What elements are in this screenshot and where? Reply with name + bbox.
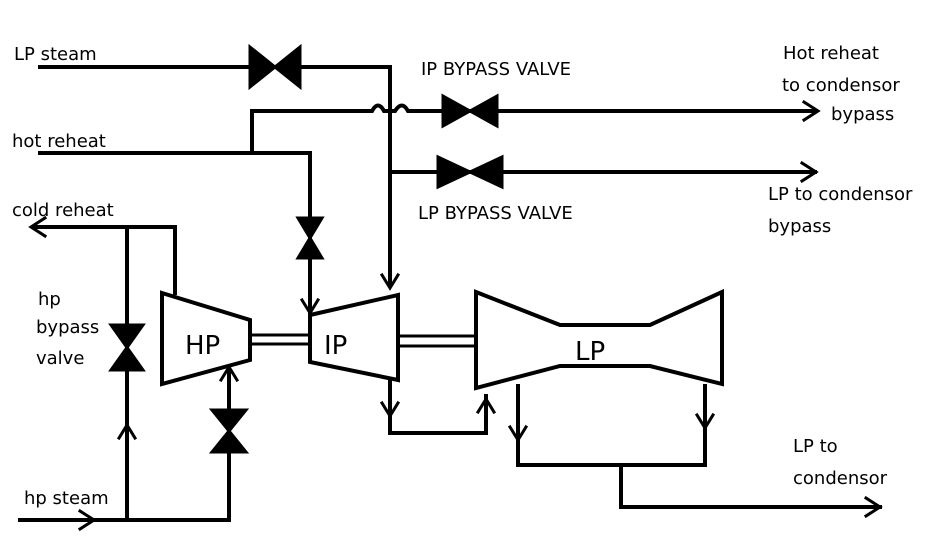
lp-bypass-valve-label: LP BYPASS VALVE (418, 203, 573, 224)
lp-turbine (474, 288, 724, 391)
ip-inlet-arrow (379, 272, 401, 291)
hot-reheat-condensor-label-3: bypass (831, 104, 895, 125)
lp-exhaust-pipe (516, 384, 707, 467)
ip-turbine-label: IP (324, 331, 348, 361)
lp-turbine-label: LP (575, 337, 606, 367)
lp-exhaust-right-arrow (694, 412, 716, 431)
condensor-arrow (863, 495, 883, 519)
hot-reheat-label: hot reheat (12, 131, 106, 152)
ip-exhaust-down-arrow (379, 400, 401, 419)
hp-bypass-label-1: hp (38, 289, 61, 310)
lp-steam-valve (248, 43, 302, 91)
hp-bypass-label-3: valve (36, 348, 85, 369)
hot-reheat-valve (295, 216, 325, 260)
ip-bypass-pipe (250, 103, 817, 155)
hp-steam-valve (208, 408, 250, 454)
ip-bypass-valve (441, 93, 499, 129)
hot-reheat-condensor-label-2: to condensor (782, 75, 900, 96)
lp-steam-label: LP steam (14, 44, 97, 65)
lp-bypass-valve (436, 154, 504, 190)
ip-exhaust-pipe (388, 378, 488, 435)
hp-steam-arrow (77, 508, 97, 532)
hp-bypass-valve (108, 323, 146, 372)
ip-bypass-valve-label: IP BYPASS VALVE (421, 59, 572, 80)
hp-bypass-up-arrow (116, 422, 138, 441)
cold-reheat-arrow (28, 215, 48, 239)
ip-turbine (308, 292, 400, 383)
condensor-pipe (619, 463, 882, 509)
cold-reheat-label: cold reheat (12, 200, 114, 221)
hp-steam-label: hp steam (24, 488, 109, 509)
hot-reheat-condensor-label-1: Hot reheat (783, 43, 879, 64)
lp-condensor-bypass-label-1: LP to condensor (768, 184, 913, 205)
hot-reheat-bypass-arrow (801, 99, 821, 123)
lp-condensor-label-1: LP to (793, 436, 838, 457)
hp-bypass-label-2: bypass (36, 317, 100, 338)
lp-exhaust-left-arrow (507, 424, 529, 443)
hp-turbine (160, 290, 252, 387)
lp-condensor-bypass-label-2: bypass (768, 216, 832, 237)
lp-bypass-arrow (799, 160, 819, 184)
hp-turbine-label: HP (185, 331, 221, 361)
lp-inlet-up-arrow (475, 396, 497, 415)
lp-condensor-label-2: condensor (793, 468, 888, 489)
